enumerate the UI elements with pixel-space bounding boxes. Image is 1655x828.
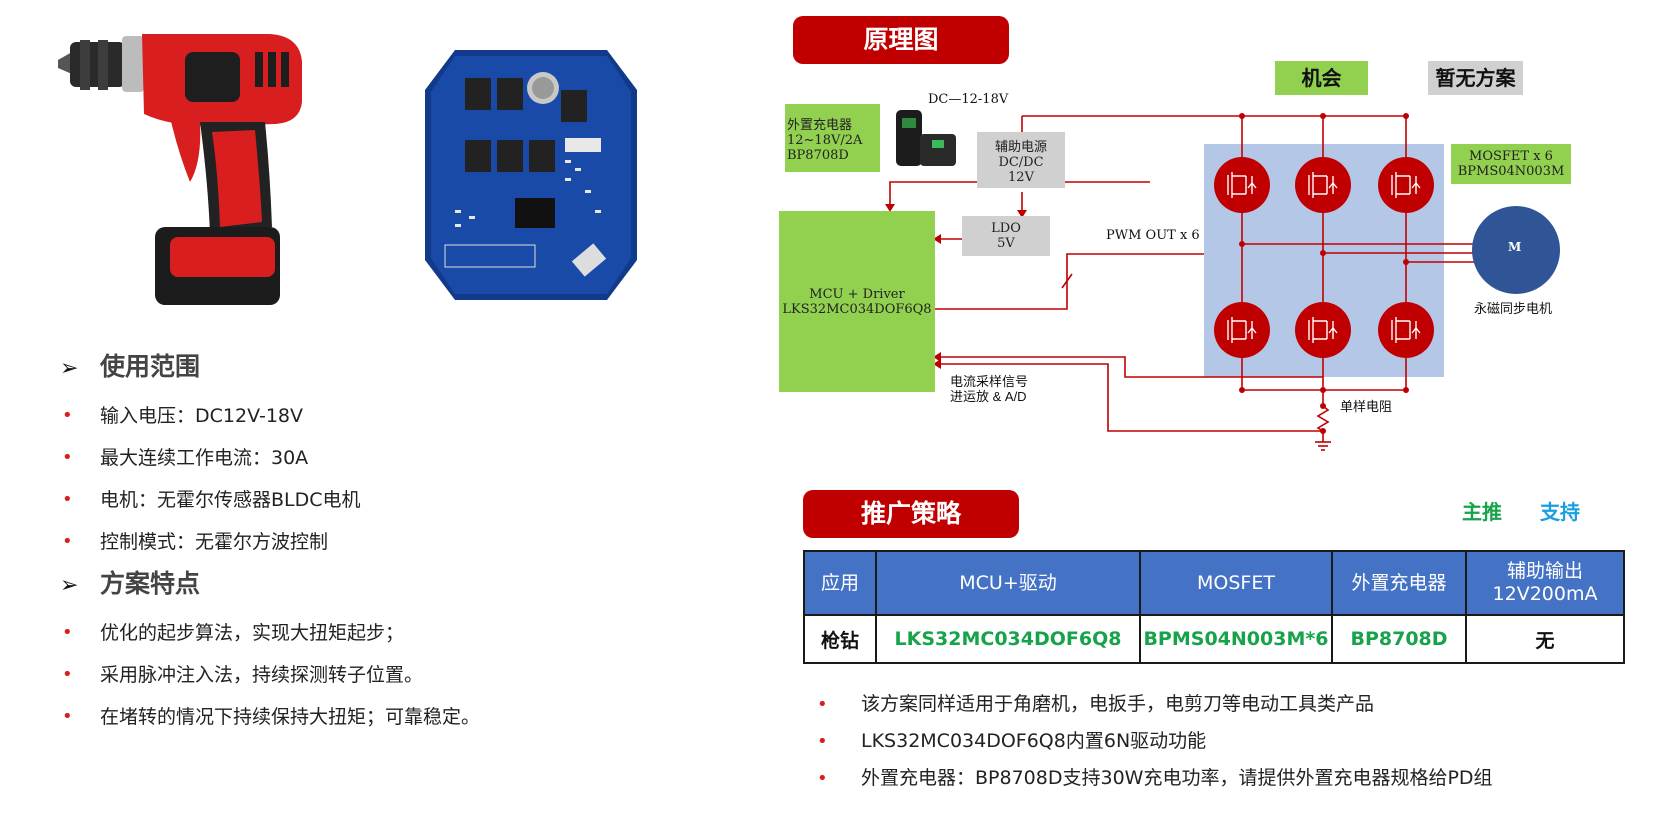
list-item: 最大连续工作电流：30A	[60, 437, 361, 479]
features-heading: ➢方案特点	[60, 569, 201, 598]
list-item: LKS32MC034DOF6Q8内置6N驱动功能	[815, 723, 1493, 760]
ldo-box: LDO 5V	[962, 216, 1050, 256]
legend-main-push: 主推	[1462, 500, 1502, 524]
column-header: 外置充电器	[1331, 550, 1467, 616]
features-list: 优化的起步算法，实现大扭矩起步； 采用脉冲注入法，持续探测转子位置。 在堵转的情…	[60, 612, 480, 738]
tag-opportunity: 机会	[1275, 61, 1368, 95]
drill-photo	[58, 34, 302, 305]
column-header: 应用	[803, 550, 877, 616]
notes-list: 该方案同样适用于角磨机，电扳手，电剪刀等电动工具类产品 LKS32MC034DO…	[815, 686, 1493, 797]
mcu-driver-box: MCU + Driver LKS32MC034DOF6Q8	[779, 211, 935, 392]
dc-label: DC—12-18V	[928, 92, 1009, 107]
usage-list: 输入电压：DC12V-18V 最大连续工作电流：30A 电机：无霍尔传感器BLD…	[60, 395, 361, 563]
table-cell: BP8708D	[1331, 614, 1467, 664]
motor-letter: M	[1508, 240, 1522, 254]
sense-label: 电流采样信号 进运放 & A/D	[950, 374, 1029, 404]
table-cell: LKS32MC034DOF6Q8	[875, 614, 1141, 664]
charger-box: 外置充电器 12~18V/2A BP8708D	[785, 104, 882, 172]
schematic-diagram: 外置充电器 12~18V/2A BP8708D DC—12-18V 辅助电源 D…	[770, 90, 1590, 490]
list-item: 优化的起步算法，实现大扭矩起步；	[60, 612, 480, 654]
list-item: 在堵转的情况下持续保持大扭矩；可靠稳定。	[60, 696, 480, 738]
aux-power-box: 辅助电源 DC/DC 12V	[977, 132, 1065, 188]
mosfet-symbols	[1214, 157, 1434, 358]
list-item: 采用脉冲注入法，持续探测转子位置。	[60, 654, 480, 696]
strategy-table: 应用 MCU+驱动 MOSFET 外置充电器 辅助输出 12V200mA 枪钻 …	[803, 550, 1625, 664]
motor-label: 永磁同步电机	[1474, 301, 1553, 316]
strategy-title: 推广策略	[803, 490, 1019, 538]
table-cell: 枪钻	[803, 614, 877, 664]
list-item: 输入电压：DC12V-18V	[60, 395, 361, 437]
table-cell: BPMS04N003M*6	[1139, 614, 1333, 664]
arrow-bullet-icon: ➢	[60, 573, 79, 598]
pcb-photo	[425, 50, 637, 300]
schematic-wires	[885, 113, 1560, 451]
legend-support: 支持	[1540, 500, 1580, 524]
mosfet-label-box: MOSFET x 6 BPMS04N003M	[1451, 144, 1571, 184]
column-header: MOSFET	[1139, 550, 1333, 616]
shunt-label: 单样电阻	[1340, 399, 1393, 414]
motor-symbol	[1472, 206, 1560, 294]
column-header: MCU+驱动	[875, 550, 1141, 616]
tag-no-solution: 暂无方案	[1428, 61, 1523, 95]
table-cell: 无	[1465, 614, 1625, 664]
table-header-row: 应用 MCU+驱动 MOSFET 外置充电器 辅助输出 12V200mA	[803, 550, 1625, 616]
charger-photo	[880, 104, 962, 172]
table-row: 枪钻 LKS32MC034DOF6Q8 BPMS04N003M*6 BP8708…	[803, 614, 1625, 664]
list-item: 该方案同样适用于角磨机，电扳手，电剪刀等电动工具类产品	[815, 686, 1493, 723]
arrow-bullet-icon: ➢	[60, 356, 79, 381]
list-item: 电机：无霍尔传感器BLDC电机	[60, 479, 361, 521]
usage-heading: ➢使用范围	[60, 352, 201, 381]
pwm-label: PWM OUT x 6	[1106, 228, 1200, 243]
list-item: 控制模式：无霍尔方波控制	[60, 521, 361, 563]
schematic-title: 原理图	[793, 16, 1009, 64]
column-header: 辅助输出 12V200mA	[1465, 550, 1625, 616]
list-item: 外置充电器：BP8708D支持30W充电功率，请提供外置充电器规格给PD组	[815, 760, 1493, 797]
